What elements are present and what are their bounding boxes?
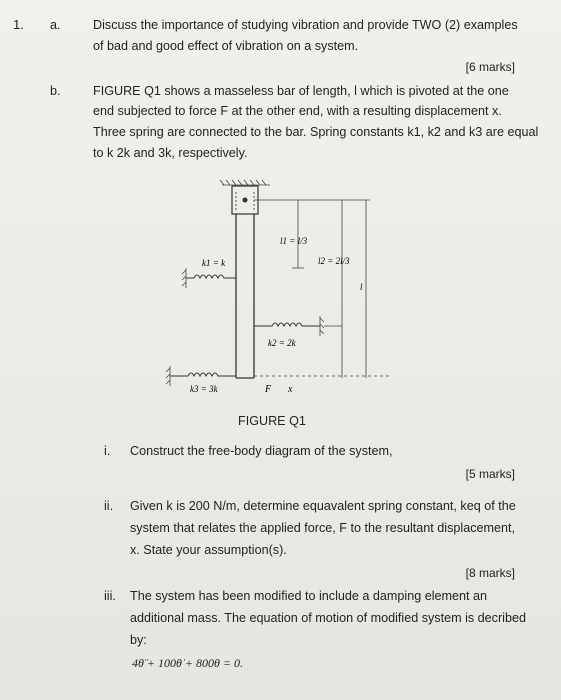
sub-iii-label: iii. xyxy=(104,589,116,603)
sub-ii-line-3: x. State your assumption(s). xyxy=(130,543,287,557)
sub-i-text: Construct the free-body diagram of the s… xyxy=(130,444,393,458)
wall-k3 xyxy=(165,366,171,386)
figure-q1-diagram: l1 = l/3 l2 = 2l/3 l k1 = k k2 = 2k xyxy=(165,179,392,395)
wall-k1 xyxy=(181,268,187,288)
figure-caption: FIGURE Q1 xyxy=(238,414,306,428)
l2-label: l2 = 2l/3 xyxy=(318,256,350,266)
part-b-line-1: FIGURE Q1 shows a masseless bar of lengt… xyxy=(93,84,509,98)
pivot-pin xyxy=(242,197,248,203)
part-b-label: b. xyxy=(50,84,61,98)
part-a-marks: [6 marks] xyxy=(465,60,515,74)
sub-iii-line-3: by: xyxy=(130,633,147,647)
question-number: 1. xyxy=(13,17,24,32)
k3-label: k3 = 3k xyxy=(190,384,219,394)
sub-iii-line-2: additional mass. The equation of motion … xyxy=(130,611,526,625)
sub-i-label: i. xyxy=(104,444,111,458)
l1-label: l1 = l/3 xyxy=(280,236,308,246)
part-b-line-4: to k 2k and 3k, respectively. xyxy=(93,146,248,160)
spring-k3 xyxy=(170,372,236,378)
sub-i-marks: [5 marks] xyxy=(465,467,515,481)
part-b-line-3: Three spring are connected to the bar. S… xyxy=(93,125,539,139)
sub-iii-line-1: The system has been modified to include … xyxy=(130,589,488,603)
sub-ii-marks: [8 marks] xyxy=(465,566,515,580)
wall-k2 xyxy=(319,316,325,336)
part-a-label: a. xyxy=(50,18,61,32)
force-label: F xyxy=(264,384,272,395)
l-label: l xyxy=(360,282,363,292)
part-a-line-2: of bad and good effect of vibration on a… xyxy=(93,39,359,53)
k1-label: k1 = k xyxy=(202,258,226,268)
equation-of-motion: 4θ̈ + 100θ̇ + 800θ = 0. xyxy=(132,656,243,670)
sub-ii-line-2: system that relates the applied force, F… xyxy=(130,521,516,535)
sub-ii-line-1: Given k is 200 N/m, determine equavalent… xyxy=(130,499,516,513)
spring-k1 xyxy=(186,274,236,280)
sub-ii-label: ii. xyxy=(104,499,114,513)
k2-label: k2 = 2k xyxy=(268,338,297,348)
part-b-line-2: end subjected to force F at the other en… xyxy=(93,104,502,118)
part-a-line-1: Discuss the importance of studying vibra… xyxy=(93,18,518,32)
displacement-label: x xyxy=(287,384,293,395)
spring-k2 xyxy=(254,322,320,328)
